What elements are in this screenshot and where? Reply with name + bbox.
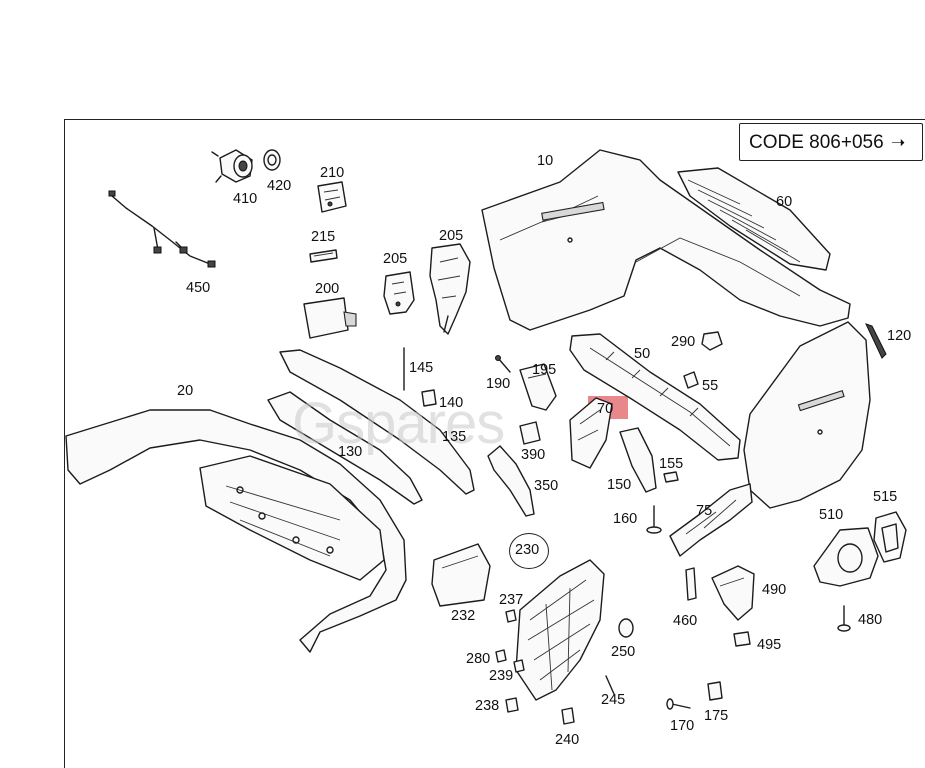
clip-55-drawing (683, 371, 699, 389)
absorber-50-drawing (569, 333, 741, 461)
callout-480[interactable]: 480 (858, 612, 883, 628)
carrier-230-drawing (515, 559, 605, 701)
clip-238-drawing (505, 697, 519, 713)
diffuser-60-drawing (677, 167, 831, 271)
bracket-205a-drawing (383, 271, 415, 315)
callout-237[interactable]: 237 (499, 592, 524, 608)
bracket-70-drawing (569, 397, 613, 469)
callout-460[interactable]: 460 (673, 613, 698, 629)
callout-490[interactable]: 490 (762, 582, 787, 598)
code-label: CODE 806+056 (749, 132, 884, 153)
clip-390-drawing (519, 421, 541, 445)
clip-280-drawing (495, 649, 507, 663)
bracket-210-drawing (317, 181, 347, 213)
clip-290-drawing (701, 331, 723, 351)
callout-215[interactable]: 215 (311, 229, 336, 245)
clip-239-drawing (513, 659, 525, 673)
callout-145[interactable]: 145 (409, 360, 434, 376)
callout-170[interactable]: 170 (670, 718, 695, 734)
callout-245[interactable]: 245 (601, 692, 626, 708)
callout-55[interactable]: 55 (702, 378, 719, 394)
callout-20[interactable]: 20 (177, 383, 194, 399)
callout-50[interactable]: 50 (634, 346, 651, 362)
callout-239[interactable]: 239 (489, 668, 514, 684)
bracket-205b-drawing (429, 243, 471, 335)
module-200-drawing (303, 297, 357, 339)
screw-245-drawing (605, 675, 615, 695)
sensor-410-drawing (211, 149, 253, 183)
callout-210[interactable]: 210 (320, 165, 345, 181)
callout-130[interactable]: 130 (338, 444, 363, 460)
callout-10[interactable]: 10 (537, 153, 554, 169)
clip-215-drawing (309, 249, 338, 263)
callout-155[interactable]: 155 (659, 456, 684, 472)
trim-130-drawing (267, 391, 423, 505)
bracket-150-drawing (619, 427, 657, 493)
callout-515[interactable]: 515 (873, 489, 898, 505)
clip-175-drawing (707, 681, 723, 701)
clip-460-drawing (685, 567, 697, 601)
bracket-195-drawing (519, 363, 557, 411)
callout-420[interactable]: 420 (267, 178, 292, 194)
callout-60[interactable]: 60 (776, 194, 793, 210)
corner-panel-drawing (743, 321, 871, 509)
screw-480-drawing (837, 605, 851, 632)
bolt-190-drawing (495, 355, 511, 373)
callout-200[interactable]: 200 (315, 281, 340, 297)
callout-450[interactable]: 450 (186, 280, 211, 296)
callout-75[interactable]: 75 (696, 503, 713, 519)
callout-350[interactable]: 350 (534, 478, 559, 494)
callout-230-circle (509, 533, 549, 569)
callout-140[interactable]: 140 (439, 395, 464, 411)
gasket-515-drawing (873, 511, 907, 563)
callout-175[interactable]: 175 (704, 708, 729, 724)
clip-155-drawing (663, 471, 679, 483)
bumper-lower-20-drawing (65, 409, 407, 653)
bracket-75-drawing (669, 483, 753, 557)
callout-510[interactable]: 510 (819, 507, 844, 523)
lamp-510-drawing (813, 527, 879, 587)
strip-120-drawing (865, 323, 887, 359)
callout-280[interactable]: 280 (466, 651, 491, 667)
support-350-drawing (487, 445, 535, 517)
callout-290[interactable]: 290 (671, 334, 696, 350)
trim-135-drawing (279, 349, 475, 495)
callout-195[interactable]: 195 (532, 362, 557, 378)
callout-205a[interactable]: 205 (383, 251, 408, 267)
clip-240-drawing (561, 707, 575, 725)
code-box: CODE 806+056 ➝ (739, 123, 923, 161)
callout-238[interactable]: 238 (475, 698, 500, 714)
callout-495[interactable]: 495 (757, 637, 782, 653)
callout-390[interactable]: 390 (521, 447, 546, 463)
callout-135[interactable]: 135 (442, 429, 467, 445)
bumper-cover-10-drawing (481, 149, 851, 331)
callout-232[interactable]: 232 (451, 608, 476, 624)
arrow-right-icon: ➝ (890, 133, 906, 152)
callout-250[interactable]: 250 (611, 644, 636, 660)
callout-120[interactable]: 120 (887, 328, 912, 344)
nut-250-drawing (618, 618, 634, 638)
callout-410[interactable]: 410 (233, 191, 258, 207)
callout-205b[interactable]: 205 (439, 228, 464, 244)
callout-240[interactable]: 240 (555, 732, 580, 748)
harness-450-drawing (108, 190, 216, 268)
screw-160-drawing (646, 505, 662, 534)
ring-420-drawing (263, 149, 281, 171)
clip-140-drawing (421, 389, 437, 407)
callout-150[interactable]: 150 (607, 477, 632, 493)
clip-495-drawing (733, 631, 751, 647)
diagram-frame (64, 119, 925, 768)
screw-170-drawing (666, 698, 691, 710)
clip-237-drawing (505, 609, 517, 623)
flap-232-drawing (431, 543, 491, 607)
callout-160[interactable]: 160 (613, 511, 638, 527)
callout-190[interactable]: 190 (486, 376, 511, 392)
bracket-490-drawing (711, 565, 755, 621)
callout-70[interactable]: 70 (597, 401, 614, 417)
